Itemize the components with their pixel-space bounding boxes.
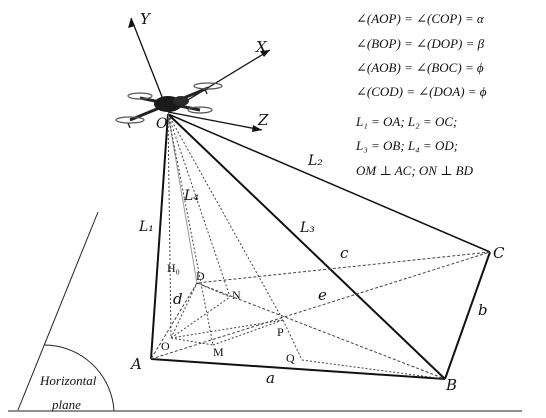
z-axis-line: [167, 111, 263, 131]
point-label-c: C: [493, 244, 505, 262]
diagonal-ac: [150, 251, 491, 360]
point-label-o-top: O: [156, 116, 168, 132]
edge-ob: [167, 113, 446, 380]
plane-label-line2: plane: [51, 397, 81, 412]
equation-2: ∠(BOP) = ∠(DOP) = β: [356, 36, 485, 51]
point-label-q: Q: [286, 351, 295, 365]
point-label-a: A: [129, 355, 142, 373]
edge-label-l2: L₂: [307, 153, 323, 169]
point-label-p: P: [277, 325, 284, 339]
edge-label-l3: L₃: [299, 220, 315, 236]
edge-label-l1: L₁: [138, 219, 154, 235]
plane-angle-arc: [43, 344, 115, 412]
line-om: [167, 113, 214, 346]
equation-1: ∠(AOP) = ∠(COP) = α: [356, 11, 485, 26]
equation-3: ∠(AOB) = ∠(BOC) = ϕ: [356, 60, 484, 75]
edge-cd: [196, 251, 491, 284]
plane-edge: [17, 211, 99, 411]
equation-4: ∠(COD) = ∠(DOA) = ϕ: [356, 84, 487, 99]
point-label-o-foot: O: [161, 339, 170, 353]
plane-label-line1: Horizontal: [39, 373, 97, 388]
vertical-o-h0: [167, 113, 172, 339]
point-label-b: B: [445, 376, 457, 394]
line-m-p: [212, 319, 284, 346]
line-h0-p: [170, 319, 284, 339]
edge-label-e: e: [318, 286, 327, 304]
definition-3: OM ⊥ AC; ON ⊥ BD: [356, 163, 474, 178]
z-axis-label: Z: [257, 111, 269, 129]
edge-bc: [444, 251, 491, 380]
definition-2: L₃ = OB; L₄ = OD;: [355, 138, 458, 153]
line-h0-m: [170, 337, 214, 346]
edge-label-c: c: [340, 244, 349, 262]
point-label-d: D: [196, 269, 205, 283]
edge-label-l4: L₄: [183, 188, 199, 204]
y-axis-label: Y: [140, 10, 152, 28]
line-d-n: [196, 282, 231, 298]
y-axis-arrow: [128, 18, 135, 28]
edge-label-d: d: [173, 290, 183, 308]
edge-oc: [167, 113, 491, 253]
edge-label-a: a: [266, 369, 275, 387]
x-axis-label: X: [255, 38, 268, 56]
x-axis-arrow: [260, 50, 270, 57]
line-on: [167, 113, 231, 298]
line-q-b: [301, 359, 446, 380]
line-p-q: [282, 319, 303, 361]
edge-label-b: b: [478, 301, 488, 319]
edge-oa: [150, 113, 169, 360]
definition-1: L₁ = OA; L₂ = OC;: [355, 114, 457, 129]
y-axis-line: [130, 17, 169, 113]
z-axis-arrow: [252, 125, 262, 132]
edge-od: [167, 113, 198, 284]
drone-icon: [115, 82, 223, 129]
line-op: [167, 113, 284, 321]
edge-ab: [150, 358, 446, 380]
point-label-m: M: [213, 345, 224, 359]
point-label-h0: H₀: [167, 261, 180, 275]
diagonal-bd: [196, 282, 446, 380]
point-label-n: N: [232, 288, 241, 302]
